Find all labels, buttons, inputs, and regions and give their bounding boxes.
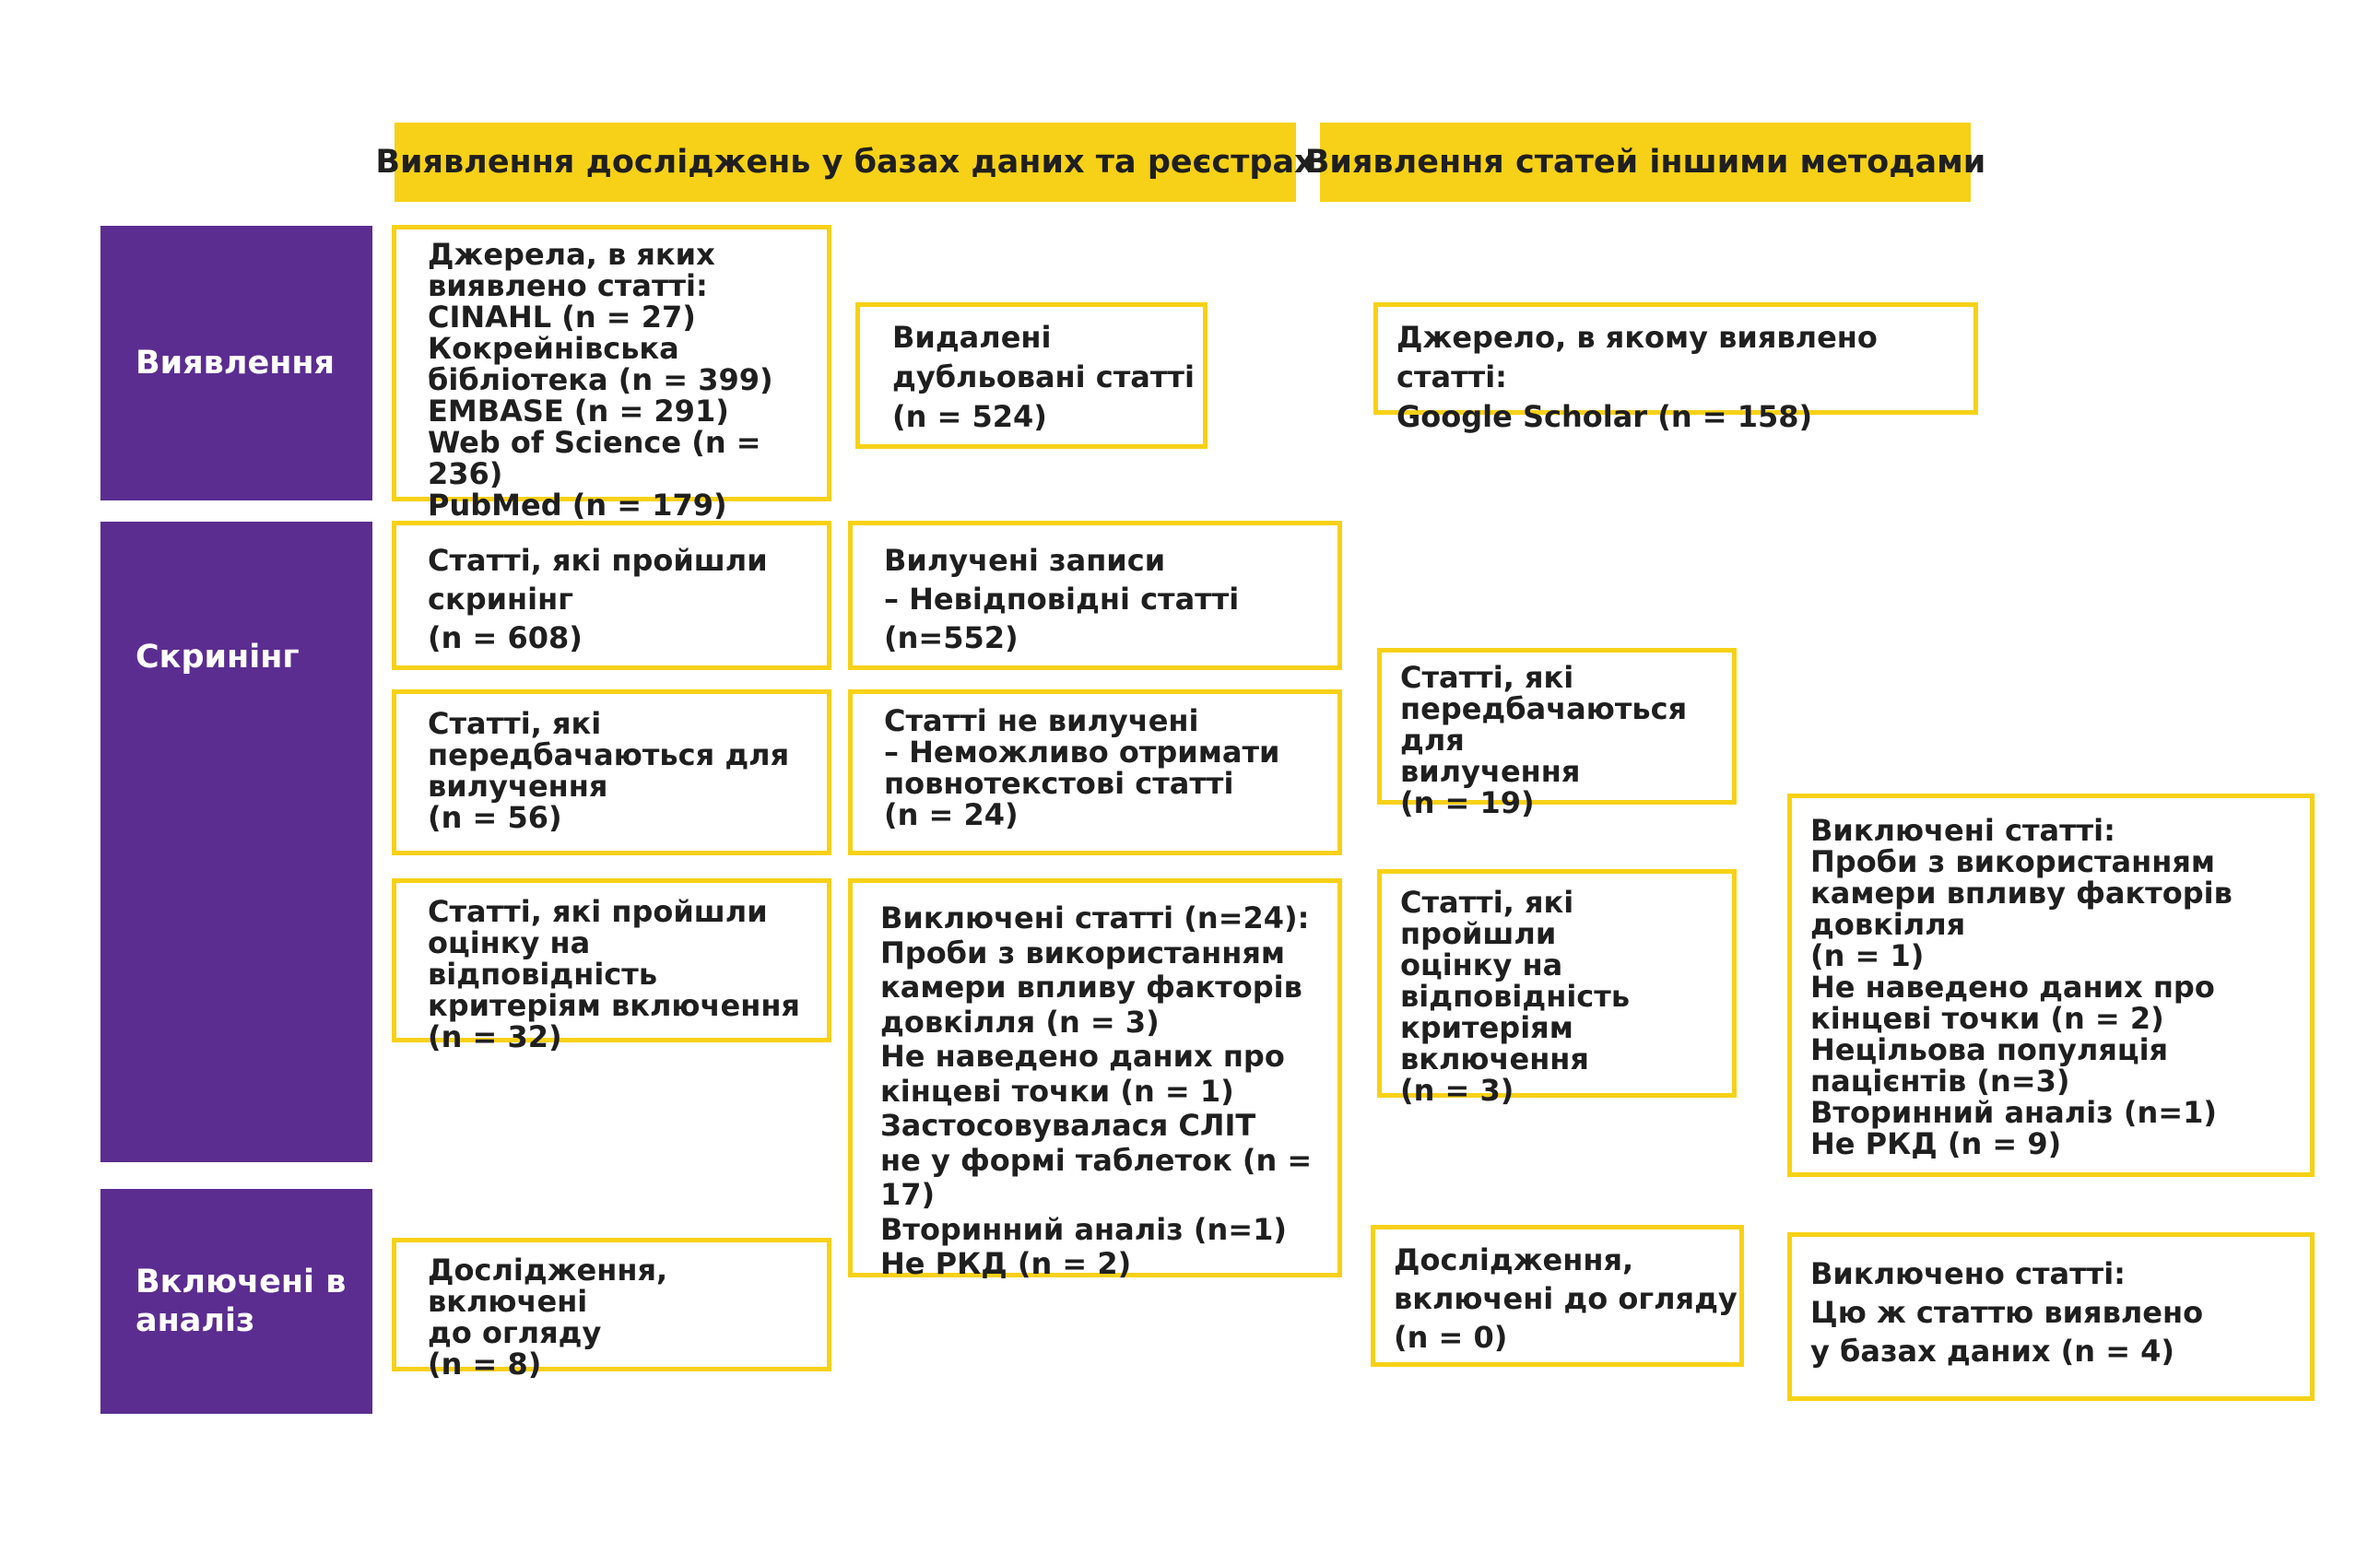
box-other-sources-text: Джерело, в якому виявлено статті: Google… (1396, 320, 1878, 434)
box-other-included-text: Дослідження, включені до огляду (n = 0) (1394, 1242, 1738, 1355)
box-db-duplicates-text: Видалені дубльовані статті (n = 524) (892, 320, 1195, 434)
header-databases: Виявлення досліджень у базах даних та ре… (375, 123, 1315, 202)
box-db-excluded-reports-text: Виключені статті (n=24): Проби з викорис… (880, 900, 1313, 1281)
box-other-excluded-duplicate-text: Виключено статті: Цю ж статтю виявлено у… (1810, 1256, 2204, 1369)
box-db-included-text: Дослідження, включені до огляду (n = 8) (428, 1253, 668, 1382)
phase-included-label: Включені в аналіз (135, 1264, 347, 1339)
box-db-assessed-text: Статті, які пройшли оцінку на відповідні… (428, 894, 800, 1054)
box-db-excluded-reports: Виключені статті (n=24): Проби з викорис… (848, 878, 1342, 1281)
phase-identification: Виявлення (100, 226, 372, 500)
header-other-methods: Виявлення статей іншими методами (1305, 123, 1985, 202)
box-db-excluded-records: Вилучені записи – Невідповідні статті (n… (848, 521, 1342, 670)
box-other-excluded-reports-text: Виключені статті: Проби з використанням … (1810, 813, 2233, 1161)
box-db-screened-text: Статті, які пройшли скринінг (n = 608) (428, 543, 768, 655)
phase-identification-label: Виявлення (135, 345, 336, 382)
box-db-included: Дослідження, включені до огляду (n = 8) (392, 1238, 831, 1380)
phase-included: Включені в аналіз (100, 1189, 372, 1414)
box-other-sought-text: Статті, які передбачаються для вилучення… (1400, 660, 1688, 820)
box-other-assessed-text: Статті, які пройшли оцінку на відповідні… (1400, 885, 1631, 1108)
box-other-excluded-reports: Виключені статті: Проби з використанням … (1787, 794, 2315, 1177)
box-db-sources-text: Джерела, в яких виявлено статті: CINAHL … (428, 237, 773, 523)
box-other-included: Дослідження, включені до огляду (n = 0) (1371, 1225, 1744, 1367)
box-other-sources: Джерело, в якому виявлено статті: Google… (1373, 302, 1978, 434)
box-other-sought: Статті, які передбачаються для вилучення… (1377, 648, 1737, 818)
box-db-excluded-records-text: Вилучені записи – Невідповідні статті (n… (884, 543, 1240, 655)
box-db-not-retrieved: Статті не вилучені – Неможливо отримати … (848, 689, 1342, 855)
box-db-screened: Статті, які пройшли скринінг (n = 608) (392, 521, 831, 670)
box-db-duplicates: Видалені дубльовані статті (n = 524) (855, 302, 1208, 449)
box-db-not-retrieved-text: Статті не вилучені – Неможливо отримати … (884, 703, 1280, 832)
box-db-sought-text: Статті, які передбачаються для вилучення… (428, 706, 790, 835)
header-other-methods-label: Виявлення статей іншими методами (1304, 144, 1986, 181)
box-other-assessed: Статті, які пройшли оцінку на відповідні… (1377, 869, 1737, 1106)
phase-screening: Скринінг (100, 522, 372, 1162)
box-other-excluded-duplicate: Виключено статті: Цю ж статтю виявлено у… (1787, 1232, 2315, 1401)
box-db-assessed: Статті, які пройшли оцінку на відповідні… (392, 878, 831, 1053)
header-databases-label: Виявлення досліджень у базах даних та ре… (375, 144, 1315, 181)
box-db-sought: Статті, які передбачаються для вилучення… (392, 689, 831, 855)
phase-screening-label: Скринінг (135, 639, 300, 676)
box-db-sources: Джерела, в яких виявлено статті: CINAHL … (392, 225, 831, 521)
